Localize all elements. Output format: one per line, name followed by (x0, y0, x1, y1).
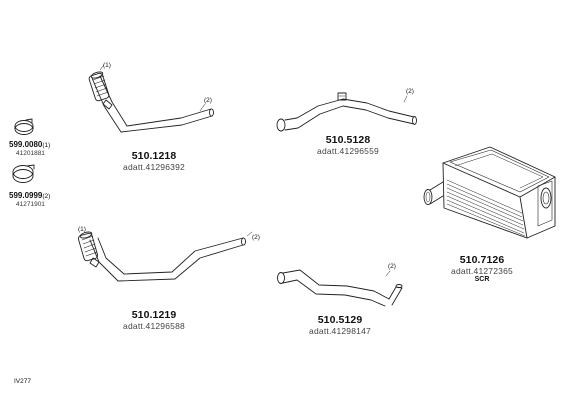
part-label-510-5128: 510.5128 adatt.41296559 (300, 134, 396, 156)
part-code: 510.1219 (131, 309, 177, 321)
callout-1: (1) (103, 62, 111, 69)
clamp-ref: 41271901 (16, 201, 45, 208)
clamp-label-599-0080: 599.0080(1) (9, 140, 50, 149)
callout-2: (2) (204, 97, 212, 104)
diagram-id: IV277 (14, 378, 31, 385)
pipe-510-1219-drawing (77, 231, 253, 282)
clamp-code: 599.0080 (9, 140, 43, 149)
part-ref: adatt.41272365 (451, 266, 513, 276)
part-code: 510.7126 (459, 254, 505, 266)
clamp-ref: 41201881 (16, 150, 45, 157)
part-code: 510.5128 (325, 134, 371, 146)
part-label-510-1219: 510.1219 adatt.41296588 (106, 309, 202, 331)
part-ref: adatt.41296392 (123, 162, 185, 172)
clamp-599-0999-drawing (12, 164, 35, 183)
clamp-label-599-0999: 599.0999(2) (9, 191, 50, 200)
pipe-510-5129-drawing (277, 269, 403, 307)
part-ref: adatt.41296559 (317, 146, 379, 156)
callout-1: (1) (78, 226, 86, 233)
clamp-mark: (2) (42, 193, 51, 200)
part-label-510-1218: 510.1218 adatt.41296392 (106, 150, 202, 172)
part-ref: adatt.41298147 (309, 326, 371, 336)
callout-2: (2) (388, 263, 396, 270)
part-ref: adatt.41296588 (123, 321, 185, 331)
clamp-599-0080-drawing (14, 118, 34, 135)
callout-2: (2) (252, 234, 260, 241)
part-label-510-7126: 510.7126 adatt.41272365 SCR (434, 254, 530, 283)
pipe-510-5128-drawing (276, 92, 417, 132)
part-code: 510.5129 (317, 314, 363, 326)
part-note: SCR (474, 276, 490, 283)
pipe-510-1218-drawing (88, 64, 214, 133)
part-code: 510.1218 (131, 150, 177, 162)
clamp-code: 599.0999 (9, 191, 43, 200)
part-label-510-5129: 510.5129 adatt.41298147 (292, 314, 388, 336)
silencer-510-7126-drawing (423, 146, 556, 239)
clamp-mark: (1) (42, 142, 51, 149)
callout-2: (2) (406, 88, 414, 95)
